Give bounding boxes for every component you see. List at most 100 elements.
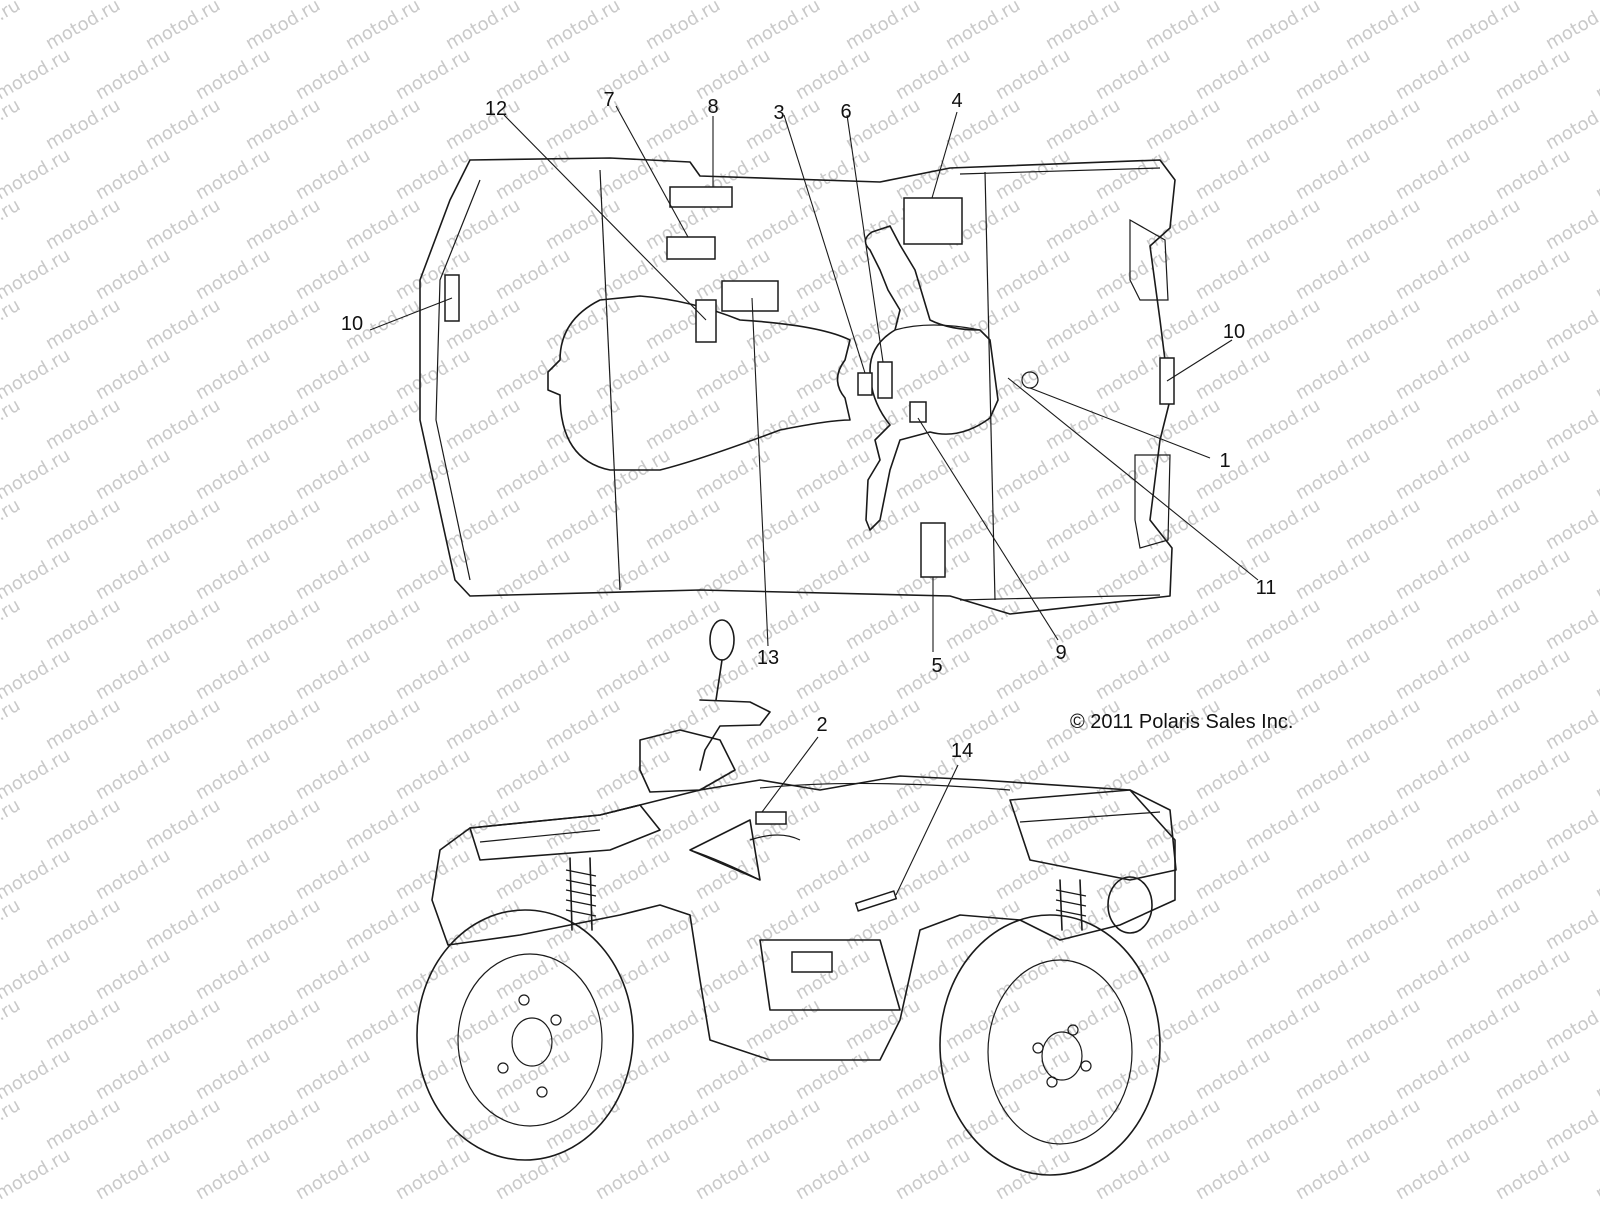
watermark-text: motod.ru	[92, 545, 174, 604]
callout-10-left: 10	[341, 313, 363, 335]
watermark-text: motod.ru	[792, 245, 874, 304]
watermark-text: motod.ru	[942, 0, 1024, 54]
watermark-text: motod.ru	[892, 445, 974, 504]
watermark-text: motod.ru	[142, 195, 224, 254]
decal-12	[695, 299, 717, 343]
watermark-text: motod.ru	[1542, 195, 1600, 254]
decal-footwell	[791, 951, 833, 973]
watermark-text: motod.ru	[892, 945, 974, 1004]
watermark-text: motod.ru	[142, 595, 224, 654]
watermark-text: motod.ru	[142, 995, 224, 1054]
watermark-text: motod.ru	[592, 145, 674, 204]
watermark-text: motod.ru	[842, 695, 924, 754]
watermark-text: motod.ru	[1592, 745, 1600, 804]
watermark-text: motod.ru	[342, 395, 424, 454]
watermark-text: motod.ru	[1342, 595, 1424, 654]
watermark-text: motod.ru	[1042, 395, 1124, 454]
front-wheel	[939, 914, 1161, 1176]
watermark-text: motod.ru	[1342, 1195, 1424, 1200]
watermark-text: motod.ru	[192, 245, 274, 304]
watermark-text: motod.ru	[492, 645, 574, 704]
watermark-text: motod.ru	[342, 95, 424, 154]
watermark-text: motod.ru	[1142, 195, 1224, 254]
watermark-text: motod.ru	[1192, 445, 1274, 504]
watermark-text: motod.ru	[292, 45, 374, 104]
watermark-text: motod.ru	[1292, 945, 1374, 1004]
watermark-text: motod.ru	[292, 1045, 374, 1104]
watermark-text: motod.ru	[92, 245, 174, 304]
watermark-text: motod.ru	[1242, 495, 1324, 554]
watermark-text: motod.ru	[742, 1195, 824, 1200]
watermark-text: motod.ru	[392, 545, 474, 604]
watermark-text: motod.ru	[0, 0, 24, 54]
watermark-text: motod.ru	[1092, 445, 1174, 504]
watermark-text: motod.ru	[1392, 345, 1474, 404]
watermark-text: motod.ru	[1242, 195, 1324, 254]
watermark-text: motod.ru	[942, 295, 1024, 354]
watermark-text: motod.ru	[1542, 595, 1600, 654]
watermark-text: motod.ru	[292, 145, 374, 204]
watermark-text: motod.ru	[1342, 695, 1424, 754]
watermark-text: motod.ru	[92, 1045, 174, 1104]
watermark-text: motod.ru	[642, 395, 724, 454]
watermark-text: motod.ru	[0, 1145, 74, 1200]
watermark-text: motod.ru	[1342, 395, 1424, 454]
watermark-text: motod.ru	[442, 695, 524, 754]
watermark-text: motod.ru	[1392, 645, 1474, 704]
watermark-text: motod.ru	[42, 895, 124, 954]
watermark-text: motod.ru	[1092, 145, 1174, 204]
watermark-text: motod.ru	[242, 1095, 324, 1154]
watermark-text: motod.ru	[292, 545, 374, 604]
watermark-text: motod.ru	[342, 495, 424, 554]
watermark-text: motod.ru	[1242, 595, 1324, 654]
watermark-text: motod.ru	[1342, 95, 1424, 154]
watermark-text: motod.ru	[392, 745, 474, 804]
watermark-text: motod.ru	[142, 1095, 224, 1154]
watermark-text: motod.ru	[1042, 95, 1124, 154]
callout-12: 12	[485, 98, 507, 120]
watermark-text: motod.ru	[1092, 45, 1174, 104]
watermark-text: motod.ru	[942, 395, 1024, 454]
watermark-text: motod.ru	[1492, 745, 1574, 804]
watermark-text: motod.ru	[1542, 295, 1600, 354]
watermark-text: motod.ru	[0, 695, 24, 754]
watermark-text: motod.ru	[1092, 745, 1174, 804]
watermark-text: motod.ru	[192, 345, 274, 404]
watermark-text: motod.ru	[242, 195, 324, 254]
watermark-text: motod.ru	[492, 245, 574, 304]
watermark-text: motod.ru	[392, 445, 474, 504]
watermark-text: motod.ru	[192, 1045, 274, 1104]
watermark-text: motod.ru	[992, 245, 1074, 304]
watermark-text: motod.ru	[0, 395, 24, 454]
watermark-text: motod.ru	[1592, 1145, 1600, 1200]
watermark-text: motod.ru	[42, 95, 124, 154]
watermark-text: motod.ru	[1492, 645, 1574, 704]
watermark-text: motod.ru	[642, 1195, 724, 1200]
watermark-text: motod.ru	[142, 795, 224, 854]
watermark-text: motod.ru	[0, 995, 24, 1054]
watermark-text: motod.ru	[1192, 245, 1274, 304]
watermark-text: motod.ru	[1142, 0, 1224, 54]
decal-6	[877, 361, 893, 399]
watermark-text: motod.ru	[1242, 295, 1324, 354]
watermark-text: motod.ru	[92, 845, 174, 904]
watermark-text: motod.ru	[192, 1145, 274, 1200]
watermark-text: motod.ru	[292, 645, 374, 704]
watermark-text: motod.ru	[942, 595, 1024, 654]
watermark-text: motod.ru	[1392, 945, 1474, 1004]
watermark-text: motod.ru	[792, 1045, 874, 1104]
watermark-text: motod.ru	[242, 0, 324, 54]
watermark-text: motod.ru	[1542, 0, 1600, 54]
watermark-text: motod.ru	[192, 745, 274, 804]
watermark-text: motod.ru	[242, 95, 324, 154]
watermark-text: motod.ru	[92, 45, 174, 104]
watermark-text: motod.ru	[542, 795, 624, 854]
watermark-text: motod.ru	[942, 495, 1024, 554]
watermark-text: motod.ru	[1342, 1095, 1424, 1154]
watermark-text: motod.ru	[42, 1095, 124, 1154]
watermark-text: motod.ru	[1592, 445, 1600, 504]
watermark-text: motod.ru	[1142, 395, 1224, 454]
callout-labels: 8 7 12 3 6 4 10 10 1 11 9 5 13 2 14 © 20…	[341, 89, 1294, 762]
watermark-text: motod.ru	[1192, 945, 1274, 1004]
callout-6: 6	[840, 101, 851, 123]
